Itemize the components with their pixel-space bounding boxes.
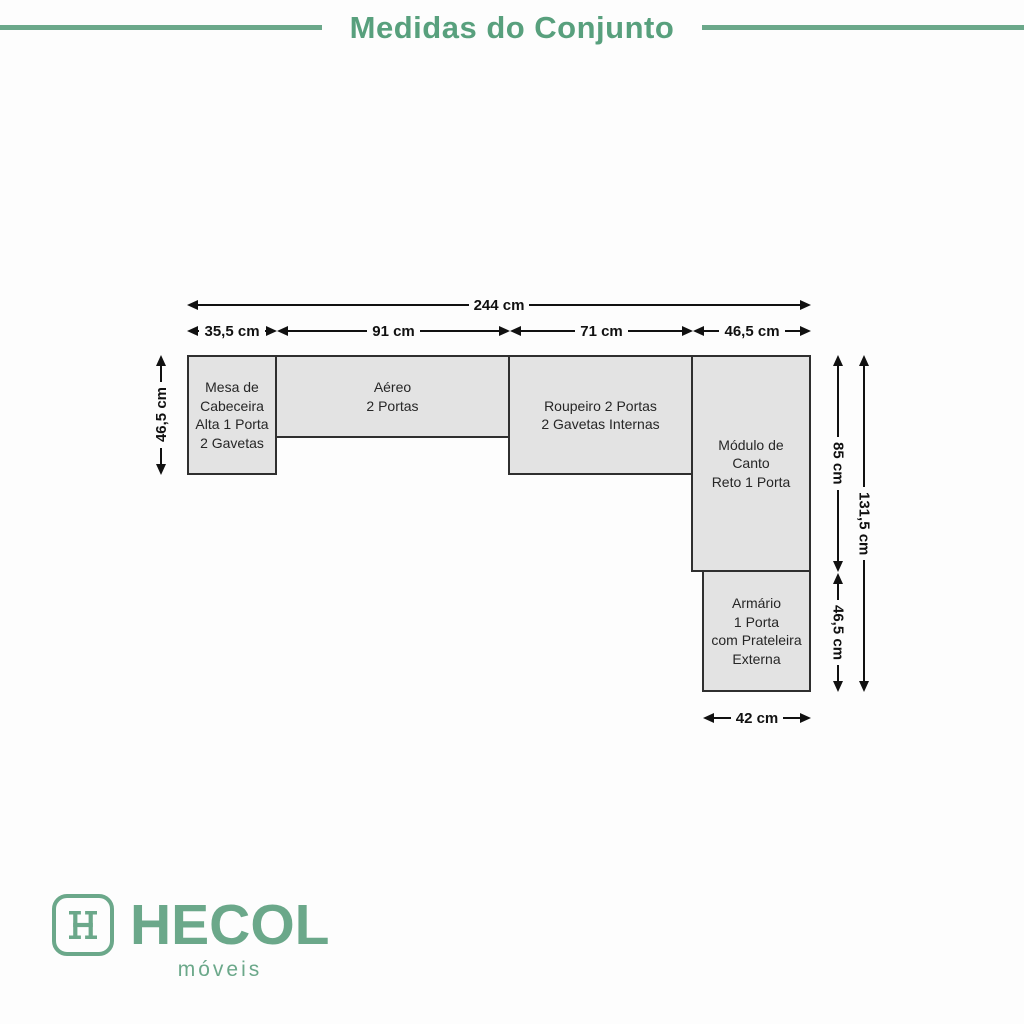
dim-aereo-width: 91 cm — [277, 322, 511, 340]
dim-armario-height: 46,5 cm — [829, 573, 847, 693]
arrowhead-right-icon — [800, 326, 812, 336]
arrowhead-left-icon — [187, 300, 198, 310]
page-title: Medidas do Conjunto — [349, 10, 675, 45]
arrowhead-right-icon — [266, 326, 278, 336]
title-rule-left — [0, 25, 322, 30]
dim-label-armario-width: 42 cm — [735, 709, 779, 727]
dim-line — [837, 489, 839, 562]
dim-line — [783, 717, 801, 719]
box-armario: Armário 1 Porta com Prateleira Externa — [702, 570, 811, 692]
arrowhead-right-icon — [800, 713, 812, 723]
arrowhead-down-icon — [859, 681, 869, 693]
arrowhead-left-icon — [703, 713, 714, 723]
arrowhead-up-icon — [156, 355, 166, 366]
arrowhead-right-icon — [682, 326, 694, 336]
label-line: 2 Gavetas Internas — [541, 416, 660, 432]
dim-label-modulo-width: 46,5 cm — [724, 322, 780, 340]
dim-line — [627, 330, 683, 332]
dim-armario-width: 42 cm — [703, 709, 812, 727]
dim-modulo-width: 46,5 cm — [693, 322, 812, 340]
label-line: Aéreo — [373, 379, 412, 395]
box-label-mesa: Mesa de Cabeceira Alta 1 Porta 2 Gavetas — [195, 378, 268, 452]
label-line: com Prateleira — [711, 632, 802, 648]
label-line: 1 Porta — [733, 613, 780, 630]
dim-line — [784, 330, 801, 332]
arrowhead-down-icon — [833, 681, 843, 693]
box-label-roupeiro: Roupeiro 2 Portas 2 Gavetas Internas — [541, 397, 659, 434]
dim-line — [198, 304, 469, 306]
arrowhead-right-icon — [499, 326, 511, 336]
arrowhead-left-icon — [277, 326, 288, 336]
label-line: Reto 1 Porta — [711, 473, 791, 490]
arrowhead-right-icon — [800, 300, 811, 310]
dim-label-aereo-width: 91 cm — [372, 322, 415, 340]
label-line: 2 Gavetas — [200, 434, 264, 451]
arrowhead-down-icon — [156, 464, 166, 476]
arrowhead-up-icon — [859, 355, 869, 366]
label-line: 2 Portas — [366, 397, 419, 414]
arrowhead-up-icon — [833, 573, 843, 584]
dim-label-modulo-height: 85 cm — [829, 442, 847, 485]
label-line: Mesa de — [205, 379, 259, 395]
dim-mesa-height: 46,5 cm — [152, 355, 170, 476]
label-line: Roupeiro 2 Portas — [544, 397, 657, 414]
dim-label-armario-height: 46,5 cm — [829, 604, 847, 661]
label-line: Cabeceira — [200, 397, 264, 414]
hecol-logo-badge — [52, 894, 114, 956]
dim-label-total-width: 244 cm — [473, 296, 525, 314]
dim-mesa-width: 35,5 cm — [187, 322, 278, 340]
box-roupeiro: Roupeiro 2 Portas 2 Gavetas Internas — [508, 355, 693, 475]
box-modulo-de-canto: Módulo de Canto Reto 1 Porta — [691, 355, 811, 572]
box-label-modulo: Módulo de Canto Reto 1 Porta — [712, 436, 791, 492]
arrowhead-up-icon — [833, 355, 843, 366]
box-mesa-de-cabeceira: Mesa de Cabeceira Alta 1 Porta 2 Gavetas — [187, 355, 277, 475]
arrowhead-down-icon — [833, 561, 843, 573]
title-rule-right — [702, 25, 1024, 30]
dim-line — [264, 330, 267, 332]
label-line: Canto — [732, 455, 770, 472]
dim-line — [714, 717, 731, 719]
dim-line — [160, 366, 162, 383]
arrowhead-left-icon — [187, 326, 198, 336]
dim-line — [419, 330, 500, 332]
arrowhead-left-icon — [510, 326, 521, 336]
brand-name: HECOL — [130, 893, 330, 957]
dim-line — [529, 304, 800, 306]
label-line: Externa — [732, 650, 781, 667]
dim-line — [288, 330, 368, 332]
dim-label-mesa-width: 35,5 cm — [204, 322, 260, 340]
dim-label-mesa-height: 46,5 cm — [152, 387, 170, 443]
dim-right-total-height: 131,5 cm — [855, 355, 873, 693]
box-label-armario: Armário 1 Porta com Prateleira Externa — [711, 594, 801, 668]
label-line: Módulo de — [718, 436, 784, 453]
brand-tagline: móveis — [177, 958, 263, 981]
box-aereo: Aéreo 2 Portas — [275, 355, 510, 438]
label-line: Armário — [731, 595, 781, 611]
dim-modulo-height: 85 cm — [829, 355, 847, 573]
dim-label-right-total-height: 131,5 cm — [855, 491, 873, 556]
arrowhead-left-icon — [693, 326, 704, 336]
dim-line — [837, 584, 839, 600]
dim-total-width: 244 cm — [187, 296, 811, 314]
dim-label-roupeiro-width: 71 cm — [580, 322, 623, 340]
dim-line — [837, 665, 839, 682]
dim-line — [863, 560, 865, 682]
dim-line — [837, 366, 839, 438]
dim-roupeiro-width: 71 cm — [510, 322, 694, 340]
dim-line — [704, 330, 720, 332]
label-line: Alta 1 Porta — [195, 416, 269, 432]
dim-line — [198, 330, 200, 332]
dim-line — [863, 366, 865, 487]
box-label-aereo: Aéreo 2 Portas — [366, 378, 418, 415]
dim-line — [521, 330, 576, 332]
dim-line — [160, 447, 162, 465]
hecol-monogram-icon — [69, 911, 97, 939]
